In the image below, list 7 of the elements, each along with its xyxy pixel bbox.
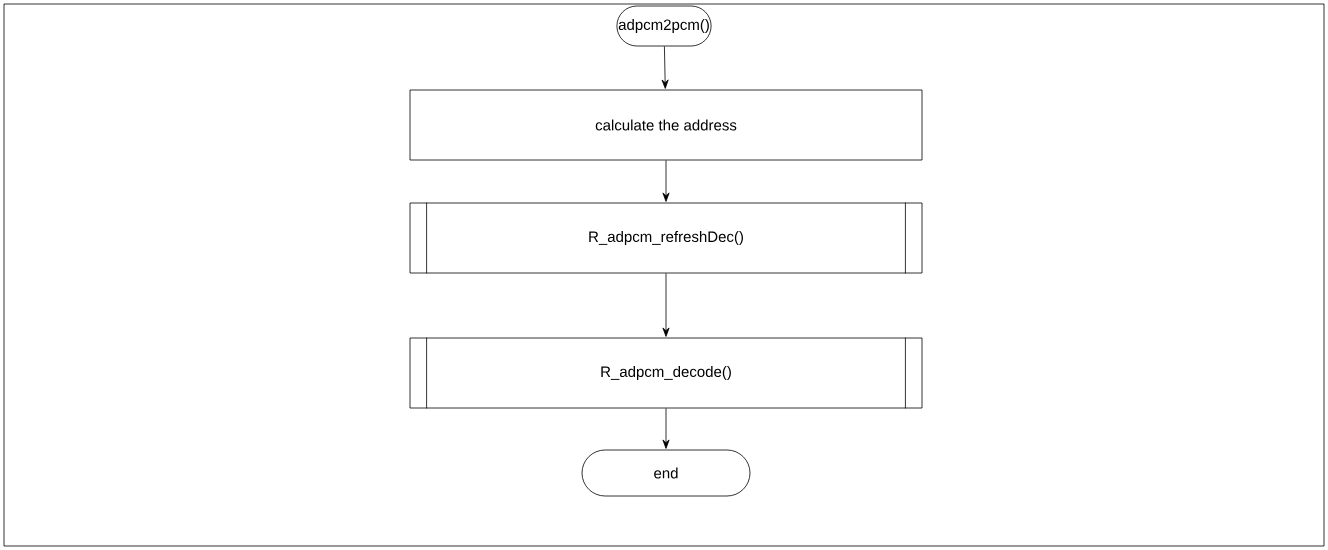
process-box: calculate the address [409, 89, 923, 161]
subroutine-box: R_adpcm_decode() [409, 337, 923, 409]
arrow [662, 160, 670, 202]
arrow [661, 46, 669, 89]
subroutine-box: R_adpcm_refreshDec() [409, 202, 923, 274]
arrow [662, 408, 670, 449]
arrow [662, 273, 670, 337]
